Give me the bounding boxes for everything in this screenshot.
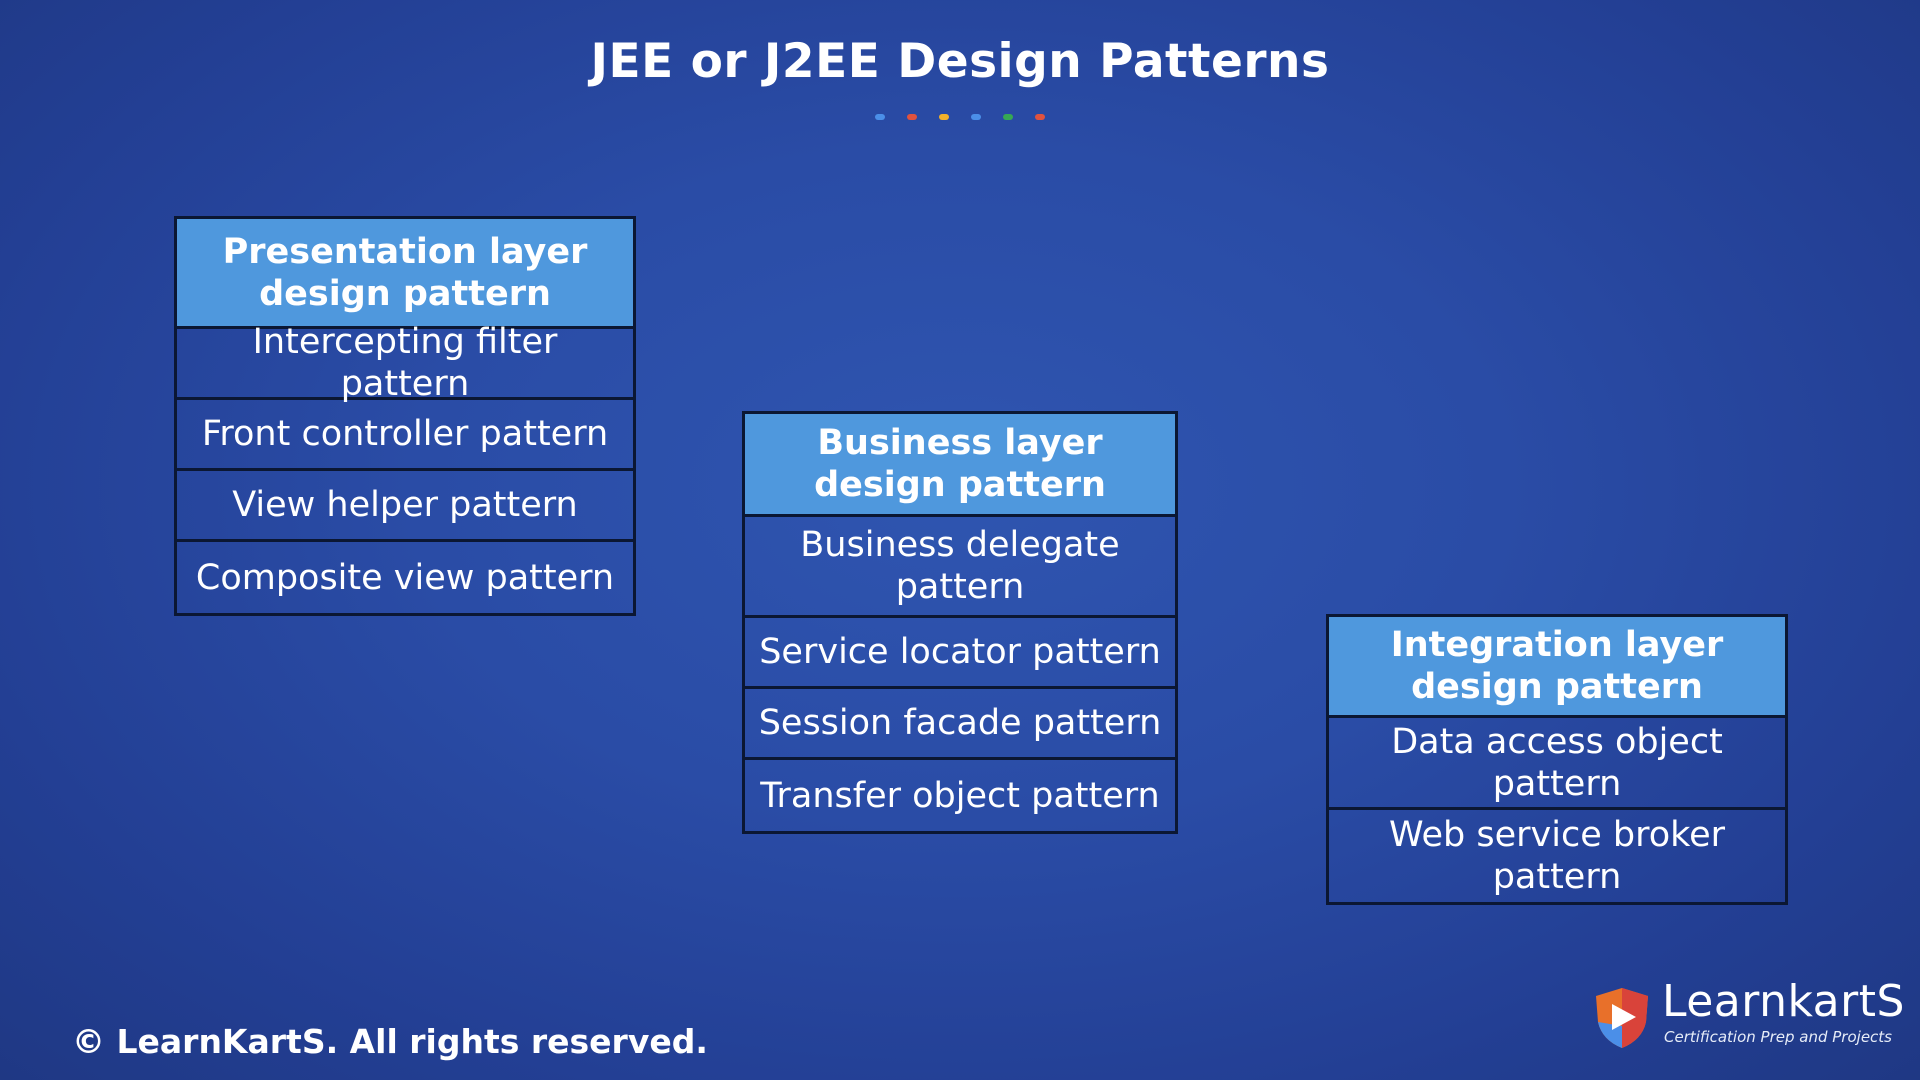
business-pattern-item: Service locator pattern (745, 618, 1175, 689)
business-layer-heading: Business layer design pattern (745, 414, 1175, 517)
business-layer-panel: Business layer design pattern Business d… (742, 411, 1178, 834)
business-pattern-item: Session facade pattern (745, 689, 1175, 760)
dot-4 (971, 114, 981, 120)
integration-pattern-item: Data access object pattern (1329, 718, 1785, 810)
shield-play-icon (1596, 988, 1648, 1048)
presentation-pattern-item: Front controller pattern (177, 400, 633, 471)
brand-logo: LearnkartS Certification Prep and Projec… (1592, 976, 1904, 1050)
integration-pattern-item: Web service broker pattern (1388, 815, 1726, 897)
presentation-layer-panel: Presentation layer design pattern Interc… (174, 216, 636, 616)
presentation-pattern-item: View helper pattern (177, 471, 633, 542)
business-pattern-item: Transfer object pattern (760, 775, 1160, 816)
copyright-notice: © LearnKartS. All rights reserved. (72, 1022, 708, 1061)
decorative-dots (0, 114, 1920, 120)
page-title: JEE or J2EE Design Patterns (590, 34, 1330, 89)
brand-tagline: Certification Prep and Projects (1664, 1028, 1892, 1046)
dot-3 (939, 114, 949, 120)
dot-6 (1035, 114, 1045, 120)
presentation-layer-heading: Presentation layer design pattern (177, 219, 633, 329)
integration-layer-heading: Integration layer design pattern (1329, 617, 1785, 718)
presentation-pattern-item: Composite view pattern (195, 557, 615, 598)
presentation-pattern-item: Intercepting filter pattern (177, 322, 633, 404)
dot-1 (875, 114, 885, 120)
dot-2 (907, 114, 917, 120)
dot-5 (1003, 114, 1013, 120)
brand-name: LearnkartS (1662, 976, 1905, 1027)
business-pattern-item: Business delegate pattern (745, 517, 1175, 618)
integration-layer-panel: Integration layer design pattern Data ac… (1326, 614, 1788, 905)
